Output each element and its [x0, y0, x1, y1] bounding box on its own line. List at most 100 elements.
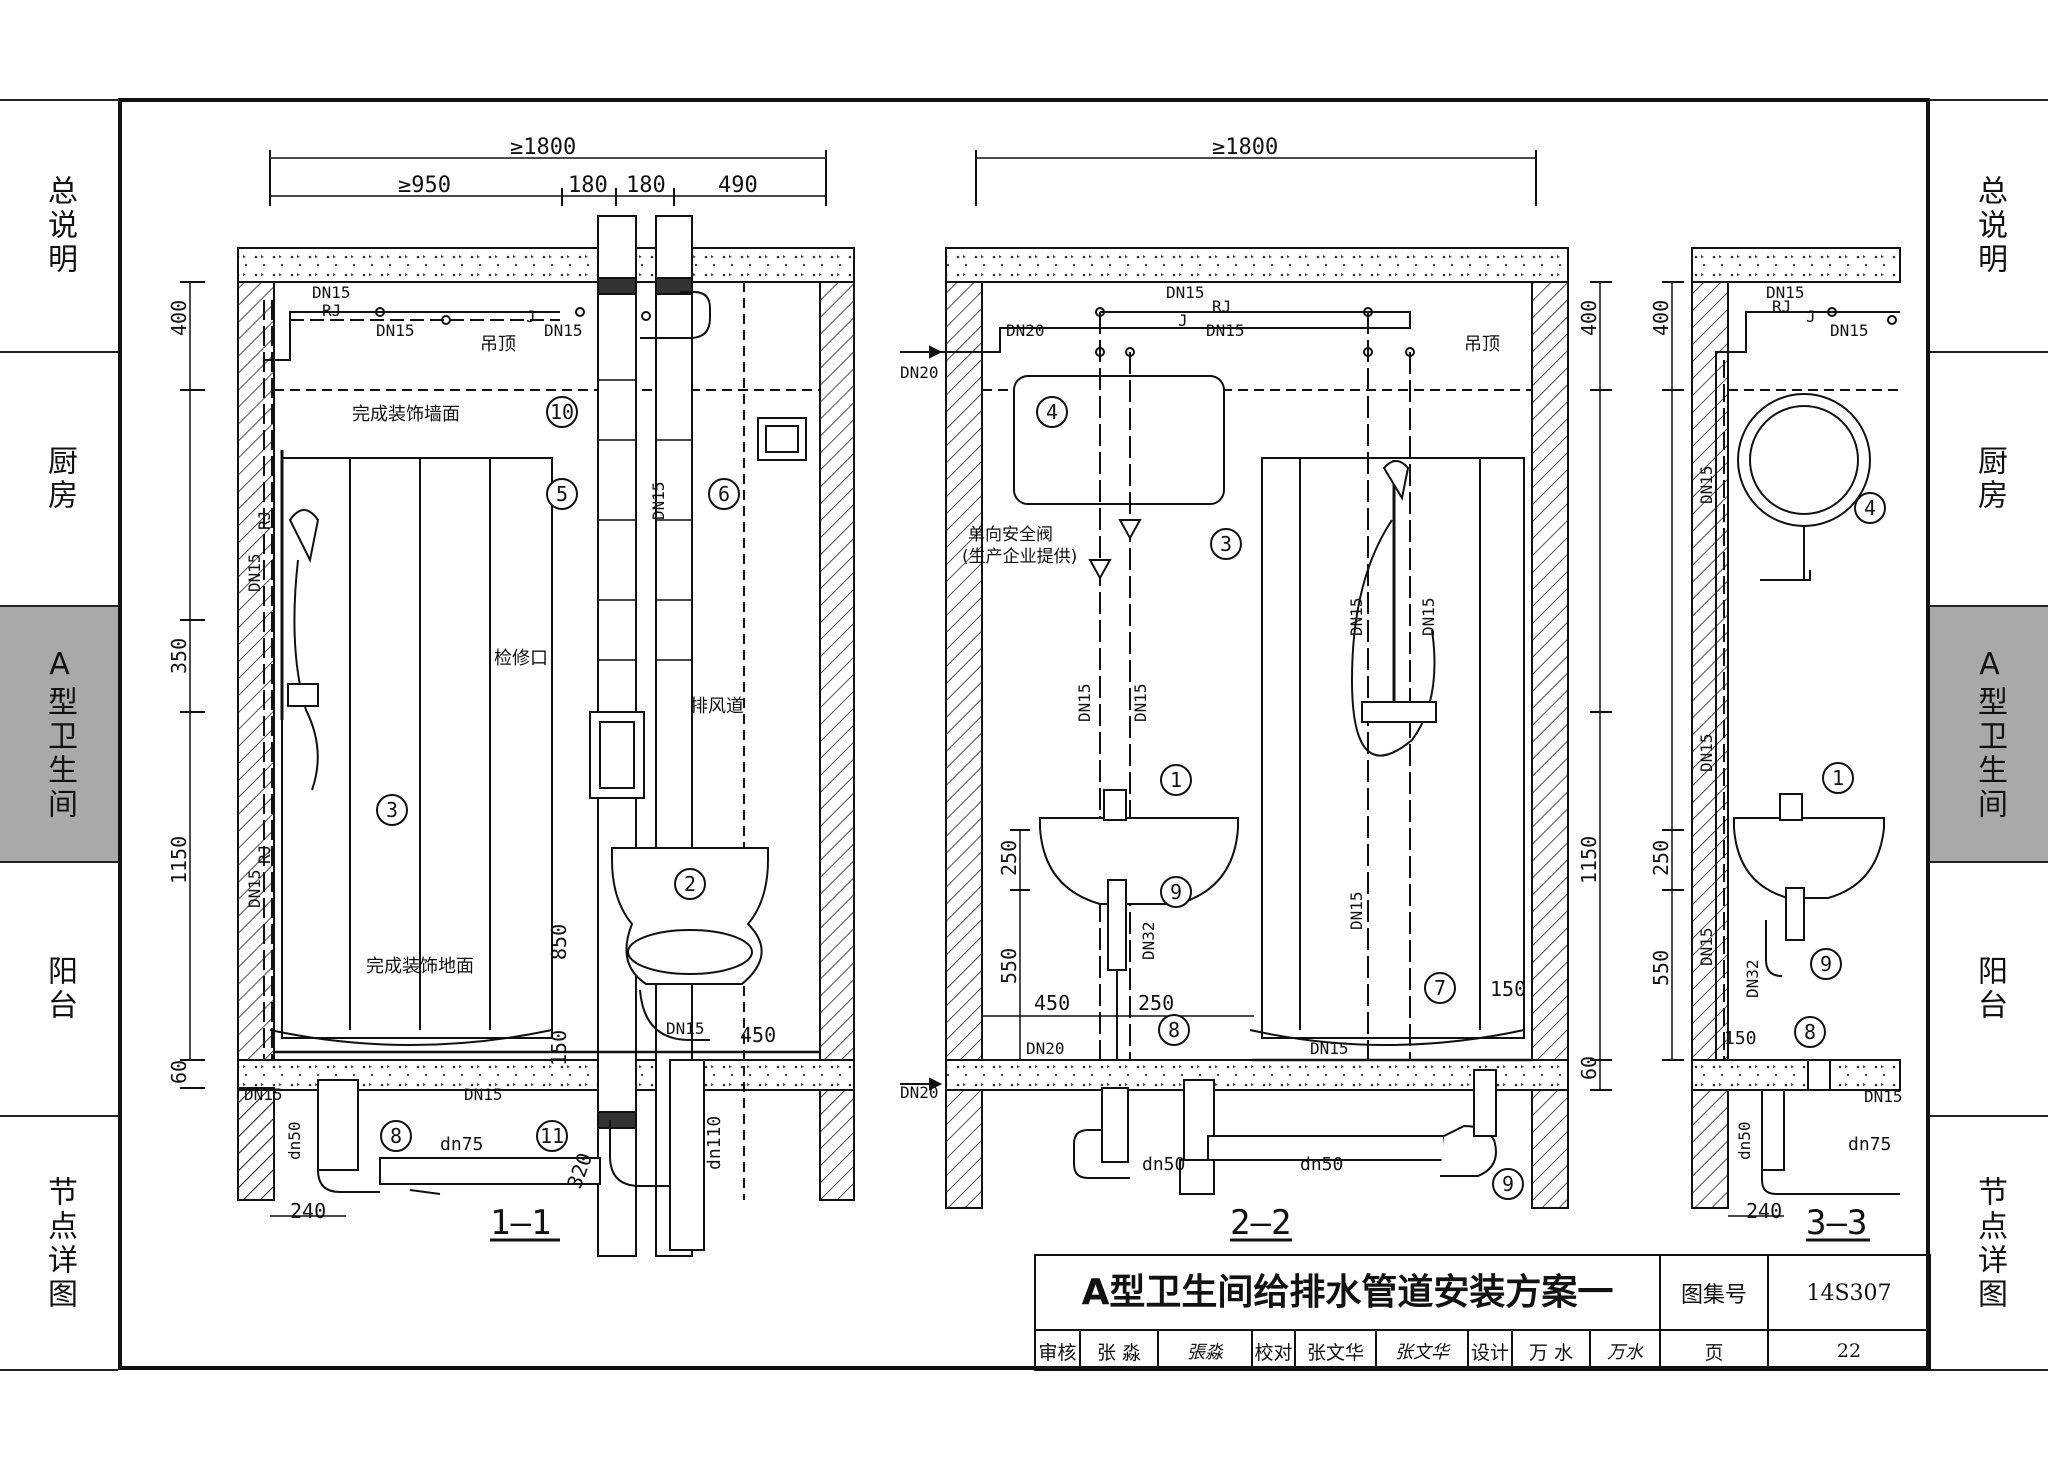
pipe-s3-dn15-wall: DN15	[1697, 465, 1716, 504]
dim-s1-400: 400	[167, 300, 191, 336]
note-s2-supplier: (生产企业提供)	[962, 547, 1077, 567]
callout-s2-4: 4	[1046, 400, 1058, 424]
reviewer-name: 张 淼	[1096, 1341, 1142, 1364]
section-3-3	[1662, 247, 1901, 1242]
pipe-s1-j-top: J	[526, 307, 536, 326]
note-s2-safety-valve: 单向安全阀	[968, 525, 1053, 545]
dim-s3-240: 240	[1746, 1199, 1782, 1223]
pipe-s3-dn15-top: DN15	[1766, 283, 1805, 302]
pipe-s3-dn75: dn75	[1848, 1134, 1891, 1155]
dim-s3-400: 400	[1649, 300, 1673, 336]
pipe-s2-dn50-a: dn50	[1142, 1154, 1185, 1175]
dim-s1-180b: 180	[626, 173, 666, 198]
tab-general-notes-right[interactable]: 总说明	[1972, 175, 2007, 277]
pipe-s1-dn15-wall2: DN15	[245, 869, 264, 908]
check-label: 校对	[1254, 1341, 1293, 1364]
pipe-s3-dn15-wall3: DN15	[1697, 927, 1716, 966]
checker-name: 张文华	[1306, 1341, 1364, 1364]
pipe-s2-dn15-shower2: DN15	[1419, 597, 1438, 636]
callout-s3-8: 8	[1804, 1020, 1816, 1044]
dim-s3-150: 150	[1724, 1028, 1757, 1049]
reviewer-signature: 張淼	[1187, 1342, 1223, 1363]
dim-s1-350: 350	[167, 638, 191, 674]
designer-name: 万 水	[1528, 1341, 1574, 1364]
callout-s2-1: 1	[1170, 768, 1182, 792]
pipe-s3-dn32: DN32	[1743, 959, 1762, 998]
callout-s2-8: 8	[1168, 1018, 1180, 1042]
callout-s1-3: 3	[386, 798, 398, 822]
pipe-s1-dn15-floor: DN15	[244, 1085, 283, 1104]
drawing-frame	[118, 98, 1930, 1370]
tab-kitchen-right[interactable]: 厨房	[1972, 445, 2007, 513]
pipe-s2-rj-top: RJ	[1212, 297, 1231, 316]
pipe-s2-dn20-top: DN20	[1006, 321, 1045, 340]
pipe-s3-dn50: dn50	[1735, 1121, 1754, 1160]
dim-s2-550: 550	[997, 948, 1021, 984]
dim-s2-1150: 1150	[1577, 836, 1601, 884]
pipe-s1-dn50: dn50	[285, 1121, 304, 1160]
dim-s3-250: 250	[1649, 840, 1673, 876]
atlas-number: 14S307	[1806, 1280, 1892, 1306]
section-3-label: 3—3	[1806, 1203, 1867, 1243]
pipe-s2-dn15-low: DN15	[1347, 891, 1366, 930]
dim-s1-850: 850	[547, 924, 571, 960]
tab-balcony-right[interactable]: 阳台	[1972, 955, 2007, 1023]
page-label: 页	[1704, 1341, 1724, 1364]
checker-signature: 张文华	[1395, 1342, 1449, 1363]
note-s1-ceiling: 吊顶	[480, 334, 516, 355]
tab-general-notes[interactable]: 总说明	[42, 175, 77, 277]
atlas-label: 图集号	[1680, 1283, 1747, 1308]
section-2-label: 2—2	[1230, 1203, 1291, 1243]
pipe-s2-dn50-b: dn50	[1300, 1154, 1343, 1175]
title-block-grid	[1034, 1254, 1931, 1371]
dim-s1-450: 450	[740, 1023, 776, 1047]
callout-s1-5: 5	[556, 482, 568, 506]
dim-s2-150: 150	[1490, 977, 1526, 1001]
dim-s1-1150: 1150	[167, 836, 191, 884]
callout-s2-9b: 9	[1502, 1172, 1514, 1196]
pipe-s2-j-top: J	[1178, 311, 1188, 330]
note-s1-exhaust: 排风道	[690, 696, 744, 717]
pipe-s2-dn15-floor: DN15	[1310, 1039, 1349, 1058]
page-number: 22	[1836, 1340, 1862, 1362]
pipe-s2-dn20-inlet2: DN20	[900, 1083, 939, 1102]
pipe-s2-dn15-basin: DN15	[1075, 683, 1094, 722]
pipe-s1-dn75: dn75	[440, 1134, 483, 1155]
drawing-title: A型卫生间给排水管道安装方案一	[1081, 1272, 1614, 1313]
design-label: 设计	[1470, 1341, 1509, 1364]
pipe-s1-dn15-floor2: DN15	[464, 1085, 503, 1104]
tab-bathroom-a-right[interactable]: A型卫生间	[1930, 606, 2048, 862]
pipe-s2-dn15-basin2: DN15	[1131, 683, 1150, 722]
pipe-s1-dn15-stack: DN15	[649, 481, 668, 520]
section-2-2	[900, 150, 1612, 1242]
tab-node-details[interactable]: 节点详图	[42, 1176, 77, 1312]
callout-s2-3: 3	[1220, 532, 1232, 556]
tab-balcony[interactable]: 阳台	[42, 955, 77, 1023]
dim-s3-550: 550	[1649, 950, 1673, 986]
dim-s1-150: 150	[547, 1030, 571, 1066]
callout-s1-8: 8	[390, 1124, 402, 1148]
pipe-s1-dn110: dn110	[704, 1116, 725, 1170]
callout-s1-10: 10	[550, 400, 574, 424]
callout-s2-9a: 9	[1170, 880, 1182, 904]
pipe-s1-dn15-top2: DN15	[376, 321, 415, 340]
pipe-s3-dn15-top2: DN15	[1830, 321, 1869, 340]
tab-node-details-right[interactable]: 节点详图	[1972, 1176, 2007, 1312]
pipe-s1-dn15-toilet: DN15	[666, 1019, 705, 1038]
tab-kitchen[interactable]: 厨房	[42, 445, 77, 513]
tab-bathroom-a[interactable]: A型卫生间	[0, 606, 118, 862]
pipe-s1-rj-wall2: RJ	[255, 845, 274, 864]
pipe-s1-dn15-top3: DN15	[544, 321, 583, 340]
dim-s2-400: 400	[1577, 300, 1601, 336]
callout-s1-2: 2	[684, 872, 696, 896]
pipe-s1-rj-wall: RJ	[255, 511, 274, 530]
pipe-s2-dn20-inlet: DN20	[900, 363, 939, 382]
dim-s1-60: 60	[167, 1060, 191, 1084]
note-s1-finish-wall: 完成装饰墙面	[352, 404, 460, 425]
dim-s1-490: 490	[718, 173, 758, 198]
review-label: 审核	[1038, 1341, 1077, 1364]
